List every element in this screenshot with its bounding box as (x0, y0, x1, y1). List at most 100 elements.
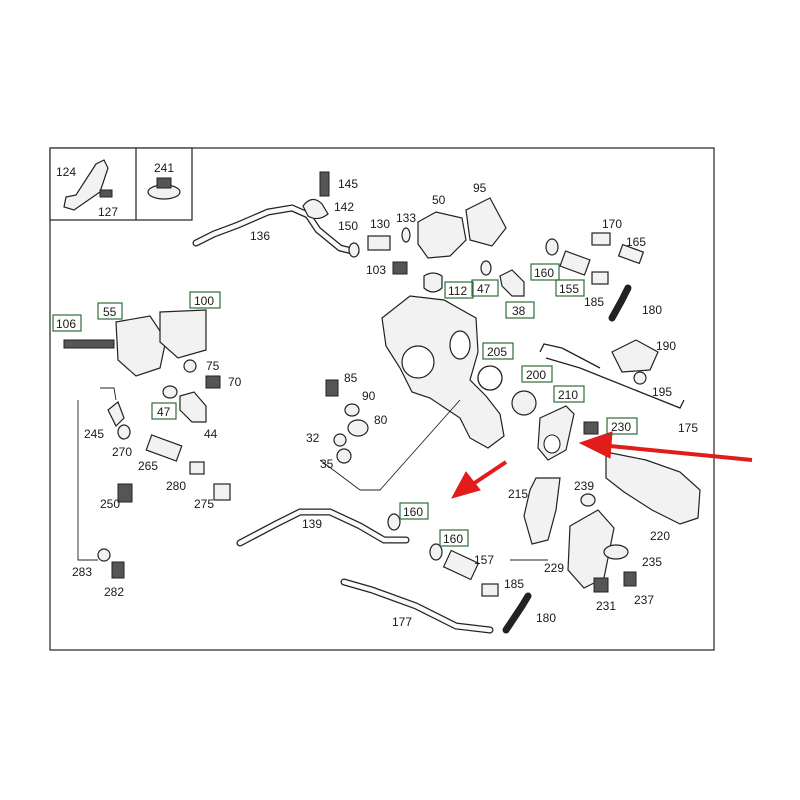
label-124: 124 (56, 165, 76, 179)
label-160-mid: 160 (403, 505, 423, 519)
plug-165 (617, 243, 645, 265)
bolt-103 (392, 261, 408, 275)
bolt-106 (63, 339, 115, 349)
washer-47-top (480, 260, 492, 276)
label-50: 50 (432, 193, 446, 207)
label-157: 157 (474, 553, 494, 567)
clamp-185-top (591, 271, 609, 285)
hose-139-inner (237, 509, 409, 546)
label-80: 80 (374, 413, 388, 427)
label-155: 155 (559, 282, 579, 296)
label-170: 170 (602, 217, 622, 231)
label-220: 220 (650, 529, 670, 543)
label-165: 165 (626, 235, 646, 249)
clamp-170 (591, 232, 611, 246)
label-180-top: 180 (642, 303, 662, 317)
plug-282 (111, 561, 125, 579)
leader-lines (77, 387, 548, 561)
washer-160-mid (387, 513, 401, 531)
washer-160-top (545, 238, 559, 256)
pipe-175 (545, 357, 685, 409)
label-275: 275 (194, 497, 214, 511)
label-177: 177 (392, 615, 412, 629)
washer-75 (183, 359, 197, 373)
elbow-215 (523, 477, 561, 545)
label-90: 90 (362, 389, 376, 403)
bolt-145 (319, 171, 330, 197)
fitting-157 (442, 549, 480, 581)
plug-70 (205, 375, 221, 389)
washer-90 (344, 403, 360, 417)
label-270: 270 (112, 445, 132, 459)
label-210: 210 (558, 388, 578, 402)
label-265: 265 (138, 459, 158, 473)
ring-35 (336, 448, 352, 464)
fitting-265 (145, 434, 183, 462)
label-190: 190 (656, 339, 676, 353)
pipe-177-inner (341, 579, 493, 633)
bolt-230 (583, 421, 599, 435)
label-205: 205 (487, 345, 507, 359)
clamp-235 (603, 544, 629, 560)
label-136: 136 (250, 229, 270, 243)
bolt-127 (99, 189, 113, 198)
label-133: 133 (396, 211, 416, 225)
bolt-231 (593, 577, 609, 593)
ring-270 (117, 424, 131, 440)
label-47-top: 47 (477, 282, 491, 296)
label-85: 85 (344, 371, 358, 385)
fitting-130 (367, 235, 391, 251)
label-112: 112 (448, 284, 467, 298)
fitting-155 (559, 250, 591, 276)
label-55: 55 (103, 305, 117, 319)
label-95: 95 (473, 181, 487, 195)
bolt-237 (623, 571, 637, 587)
label-245: 245 (84, 427, 104, 441)
label-boxes (52, 263, 638, 547)
label-103: 103 (366, 263, 386, 277)
pipe-175b (539, 343, 601, 369)
label-142: 142 (334, 200, 354, 214)
clamp-280 (189, 461, 205, 475)
label-250: 250 (100, 497, 120, 511)
plug-250 (117, 483, 133, 503)
label-215: 215 (508, 487, 528, 501)
red-arrow-horizontal (578, 431, 753, 462)
hose-180-low (502, 592, 532, 634)
label-139: 139 (302, 517, 322, 531)
label-32: 32 (306, 431, 320, 445)
washer-32 (333, 433, 347, 447)
thermostat-cover-outlet (543, 434, 561, 454)
main-frame (49, 147, 715, 651)
duct-220 (605, 451, 701, 525)
hose-136-inner (193, 205, 359, 255)
fitting-245 (107, 401, 125, 428)
washer-239 (580, 493, 596, 507)
label-185-low: 185 (504, 577, 524, 591)
label-70: 70 (228, 375, 242, 389)
label-106: 106 (56, 317, 76, 331)
thermostat-200 (511, 390, 537, 416)
sensor-44 (179, 391, 207, 423)
clip-142 (302, 198, 329, 220)
label-200: 200 (526, 368, 546, 382)
hose-180-top (608, 284, 632, 322)
ring-133 (401, 227, 411, 243)
label-241: 241 (154, 161, 174, 175)
label-75: 75 (206, 359, 220, 373)
cap-112 (423, 272, 443, 293)
label-282: 282 (104, 585, 124, 599)
label-237: 237 (634, 593, 654, 607)
label-44: 44 (204, 427, 218, 441)
red-arrow-diagonal (450, 460, 508, 499)
label-38: 38 (512, 304, 526, 318)
fitting-80 (347, 419, 369, 437)
label-160-top: 160 (534, 266, 554, 280)
clamp-185-low (481, 583, 499, 597)
plug-85 (325, 379, 339, 397)
label-175: 175 (678, 421, 698, 435)
bracket-124 (63, 159, 109, 211)
label-185-top: 185 (584, 295, 604, 309)
washer-47-left (162, 385, 178, 399)
